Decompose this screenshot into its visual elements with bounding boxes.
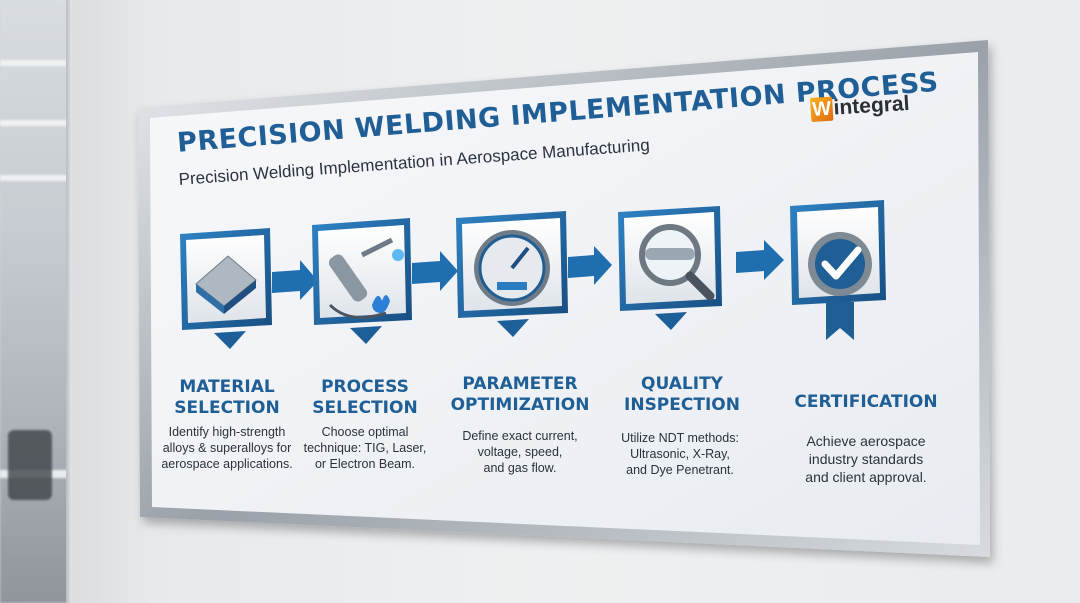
step-desc-material: Identify high-strength alloys & superall… (161, 425, 293, 471)
background-office (0, 0, 70, 603)
welding-torch-icon (312, 218, 412, 344)
step-desc-quality: Utilize NDT methods: Ultrasonic, X-Ray, … (621, 431, 739, 477)
logo-mark: W (810, 96, 834, 122)
arrow-3-icon (568, 246, 612, 285)
gauge-icon (456, 211, 568, 337)
step-desc-certification: Achieve aerospace industry standards and… (805, 433, 927, 485)
arrow-2-icon (412, 251, 458, 291)
arrow-1-icon (272, 260, 318, 300)
step-title-quality: QUALITY INSPECTION (624, 374, 740, 415)
step-desc-parameter: Define exact current, voltage, speed, an… (462, 429, 578, 475)
step-title-process: PROCESS SELECTION (312, 377, 418, 418)
step-title-certification: CERTIFICATION (794, 392, 938, 412)
magnifier-icon (618, 206, 722, 330)
logo-text: integral (832, 91, 911, 120)
step-title-material: MATERIAL SELECTION (174, 377, 280, 418)
arrow-4-icon (736, 240, 784, 280)
step-desc-process: Choose optimal technique: TIG, Laser, or… (303, 425, 427, 471)
wall-edge (66, 0, 72, 603)
step-title-parameter: PARAMETER OPTIMIZATION (450, 374, 590, 415)
metal-plates-icon (180, 228, 272, 349)
certified-badge-icon (790, 200, 886, 340)
